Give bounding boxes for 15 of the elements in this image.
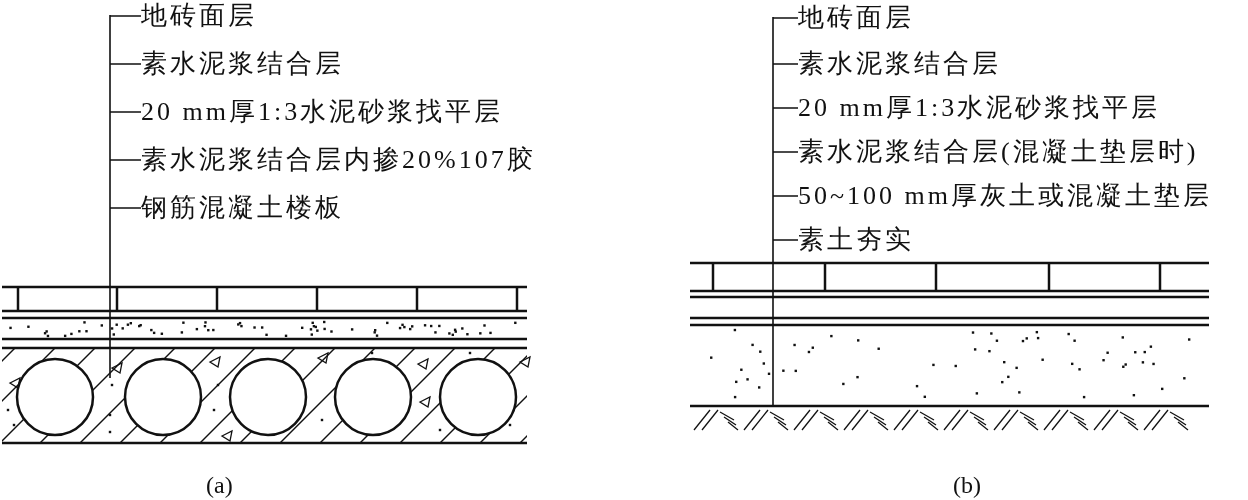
layer-label: 50~100 mm厚灰土或混凝土垫层 [798, 179, 1212, 213]
leader-line [772, 16, 799, 407]
layer-label: 素水泥浆结合层(混凝土垫层时) [798, 135, 1199, 169]
layer-label: 地砖面层 [141, 0, 257, 33]
leader-line [109, 14, 142, 379]
layer-label: 钢筋混凝土楼板 [141, 191, 344, 225]
layer-label: 20 mm厚1:3水泥砂浆找平层 [141, 95, 504, 129]
layer-label: 素土夯实 [798, 223, 914, 257]
layer-label: 素水泥浆结合层 [798, 47, 1001, 81]
layer-label: 地砖面层 [798, 1, 914, 35]
figure-label: (b) [953, 471, 981, 500]
layer-label: 20 mm厚1:3水泥砂浆找平层 [798, 91, 1161, 125]
figure-label: (a) [206, 471, 233, 500]
layer-label: 素水泥浆结合层内掺20%107胶 [141, 143, 536, 177]
layer-label: 素水泥浆结合层 [141, 47, 344, 81]
